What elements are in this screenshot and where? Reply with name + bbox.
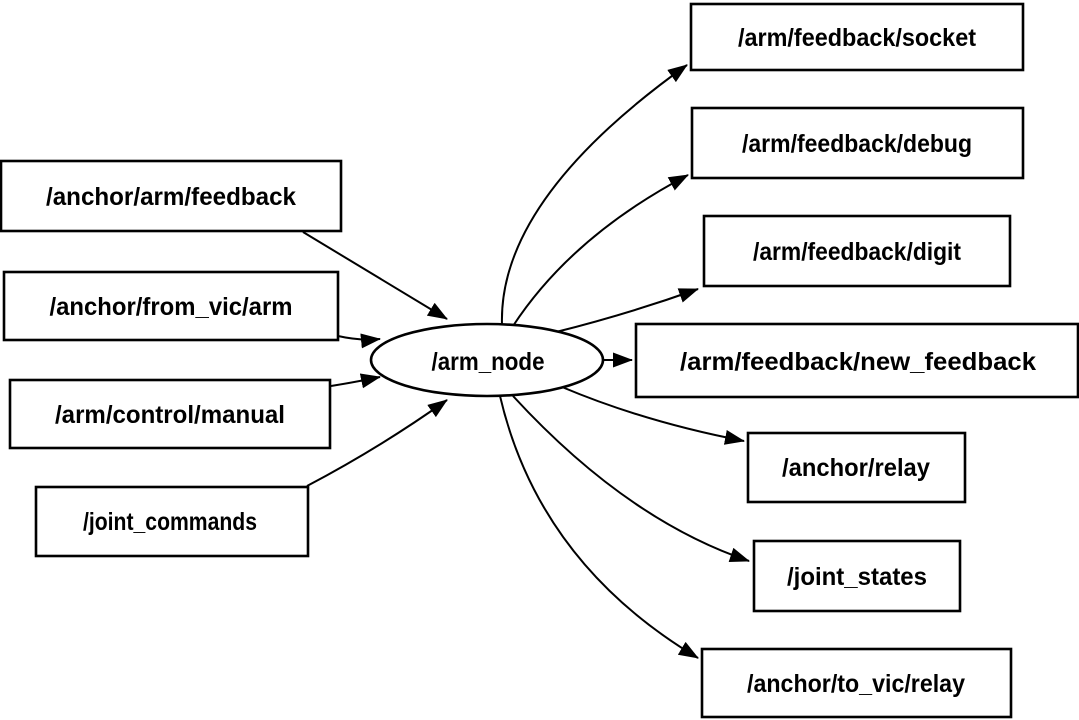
node-arm-feedback-digit: /arm/feedback/digit [702, 214, 1012, 288]
node-box [752, 539, 962, 613]
node-box [0, 159, 343, 233]
edge-arm-control-manual-to-arm-node [330, 373, 381, 389]
edge-arm-node-to-anchor-relay [561, 386, 745, 445]
node-box [700, 647, 1013, 719]
edge-arm-node-to-anchor-to-vic-relay [499, 395, 699, 659]
node-box [34, 485, 310, 558]
node-arm-feedback-new-feedback: /arm/feedback/new_feedback [634, 322, 1079, 399]
node-arm-feedback-socket: /arm/feedback/socket [689, 2, 1025, 72]
node-label: /joint_commands [83, 508, 257, 536]
node-label: /anchor/arm/feedback [46, 183, 296, 211]
node-joint-states: /joint_states [752, 539, 962, 613]
node-box [702, 214, 1012, 288]
node-label: /joint_states [787, 563, 927, 591]
node-label: /arm_node [432, 348, 545, 376]
node-anchor-from-vic-arm: /anchor/from_vic/arm [2, 270, 340, 342]
node-box [689, 2, 1025, 72]
node-ellipse [369, 322, 605, 398]
node-label: /arm/feedback/new_feedback [680, 348, 1036, 376]
node-arm-feedback-debug: /arm/feedback/debug [690, 106, 1025, 180]
node-box [8, 378, 332, 450]
edge-arm-node-to-joint-states [512, 395, 750, 563]
node-box [690, 106, 1025, 180]
node-box [2, 270, 340, 342]
node-arm-control-manual: /arm/control/manual [8, 378, 332, 450]
node-joint-commands: /joint_commands [34, 485, 310, 558]
edge-group [302, 64, 750, 659]
edge-anchor-from-vic-arm-to-arm-node [337, 333, 381, 349]
node-arm-node: /arm_node [369, 322, 605, 398]
node-anchor-to-vic-relay: /anchor/to_vic/relay [700, 647, 1013, 719]
edge-arm-node-to-arm-feedback-debug [512, 174, 689, 327]
edge-anchor-arm-feedback-to-arm-node [302, 231, 448, 320]
node-box [634, 322, 1079, 399]
node-label: /arm/feedback/debug [742, 130, 972, 158]
edge-arm-node-to-arm-feedback-socket [500, 64, 688, 326]
node-label: /anchor/relay [782, 454, 930, 482]
node-label: /arm/feedback/digit [753, 238, 962, 266]
node-label: /anchor/to_vic/relay [747, 670, 965, 698]
edge-arm-node-to-arm-feedback-digit [555, 288, 699, 333]
node-label: /anchor/from_vic/arm [50, 293, 293, 321]
node-anchor-relay: /anchor/relay [746, 431, 967, 504]
node-anchor-arm-feedback: /anchor/arm/feedback [0, 159, 343, 233]
edge-joint-commands-to-arm-node [306, 399, 448, 487]
node-label: /arm/feedback/socket [738, 24, 977, 52]
node-box [746, 431, 967, 504]
node-label: /arm/control/manual [55, 401, 285, 429]
